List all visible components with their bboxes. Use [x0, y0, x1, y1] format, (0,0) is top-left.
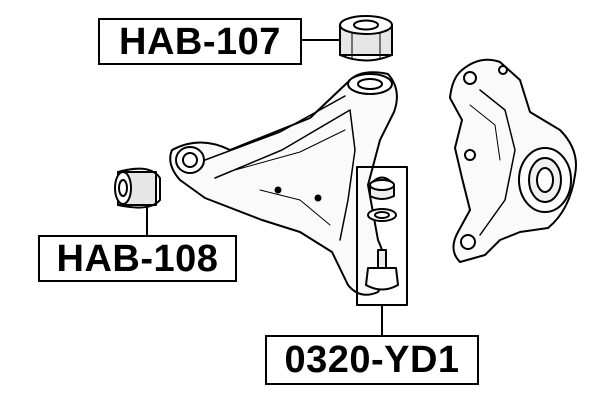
part-label-hab-107: HAB-107 — [98, 18, 302, 65]
steering-knuckle-drawing — [449, 58, 577, 263]
part-label-hab-108: HAB-108 — [38, 235, 237, 282]
control-arm-drawing — [169, 71, 398, 296]
ball-joint-drawing — [356, 166, 408, 336]
part-label-0320-yd1: 0320-YD1 — [265, 335, 479, 385]
bushing-hab-107-drawing — [301, 15, 393, 62]
bushing-hab-108-drawing — [114, 167, 161, 236]
